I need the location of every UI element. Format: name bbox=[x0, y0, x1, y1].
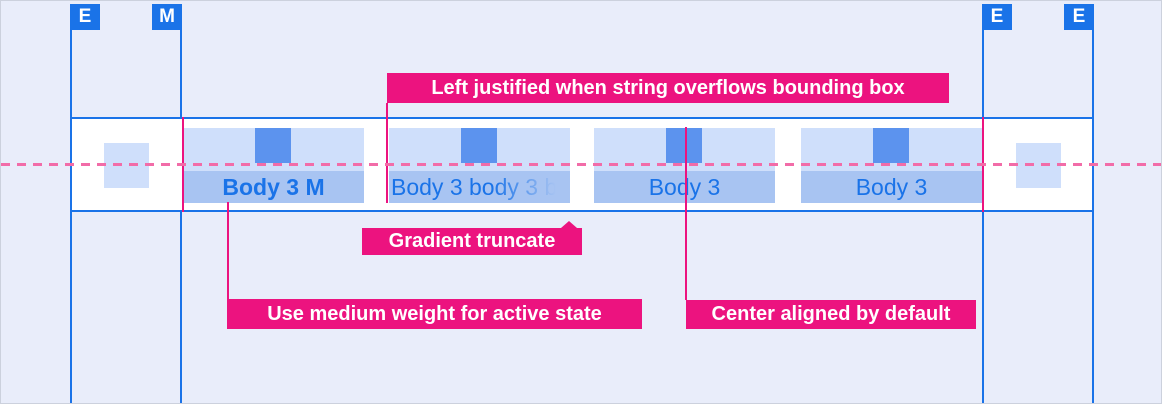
spacing-indicator-block bbox=[461, 128, 497, 163]
guide-line-left-margin bbox=[180, 30, 182, 403]
annotation-line-center-aligned bbox=[685, 127, 687, 300]
margin-marker-e-right-outer: E bbox=[1064, 4, 1094, 30]
tab-label-band: Body 3 body 3 b bbox=[389, 171, 570, 203]
annotation-label-overflow: Left justified when string overflows bou… bbox=[387, 73, 949, 103]
spacing-indicator-block bbox=[666, 128, 702, 163]
annotation-line-overflow bbox=[386, 103, 388, 203]
annotation-line-active-weight bbox=[227, 202, 229, 299]
gradient-truncate-overlay bbox=[492, 171, 570, 203]
tab-label: Body 3 bbox=[855, 173, 928, 200]
tab-label-band: Body 3 bbox=[594, 171, 775, 203]
annotation-label-truncate: Gradient truncate bbox=[362, 221, 582, 255]
guide-line-left-edge bbox=[70, 30, 72, 403]
margin-marker-e-left-outer: E bbox=[70, 4, 100, 30]
spacing-indicator-block bbox=[255, 128, 291, 163]
annotation-label-active-weight: Use medium weight for active state bbox=[227, 299, 642, 329]
spacing-indicator-block bbox=[873, 128, 909, 163]
baseline-dashed-line bbox=[1, 163, 1161, 166]
arrow-up-pointer-icon bbox=[561, 221, 577, 228]
tab-label: Body 3 bbox=[648, 173, 721, 200]
guide-line-right-margin bbox=[982, 30, 984, 403]
annotation-label-center-aligned: Center aligned by default bbox=[686, 300, 976, 329]
margin-marker-m-left-inner: M bbox=[152, 4, 182, 30]
tab-label: Body 3 M bbox=[222, 173, 325, 200]
tab-label-band: Body 3 M bbox=[183, 171, 364, 203]
guide-line-right-edge bbox=[1092, 30, 1094, 403]
tab-label-band: Body 3 bbox=[801, 171, 982, 203]
margin-marker-e-right-inner: E bbox=[982, 4, 1012, 30]
